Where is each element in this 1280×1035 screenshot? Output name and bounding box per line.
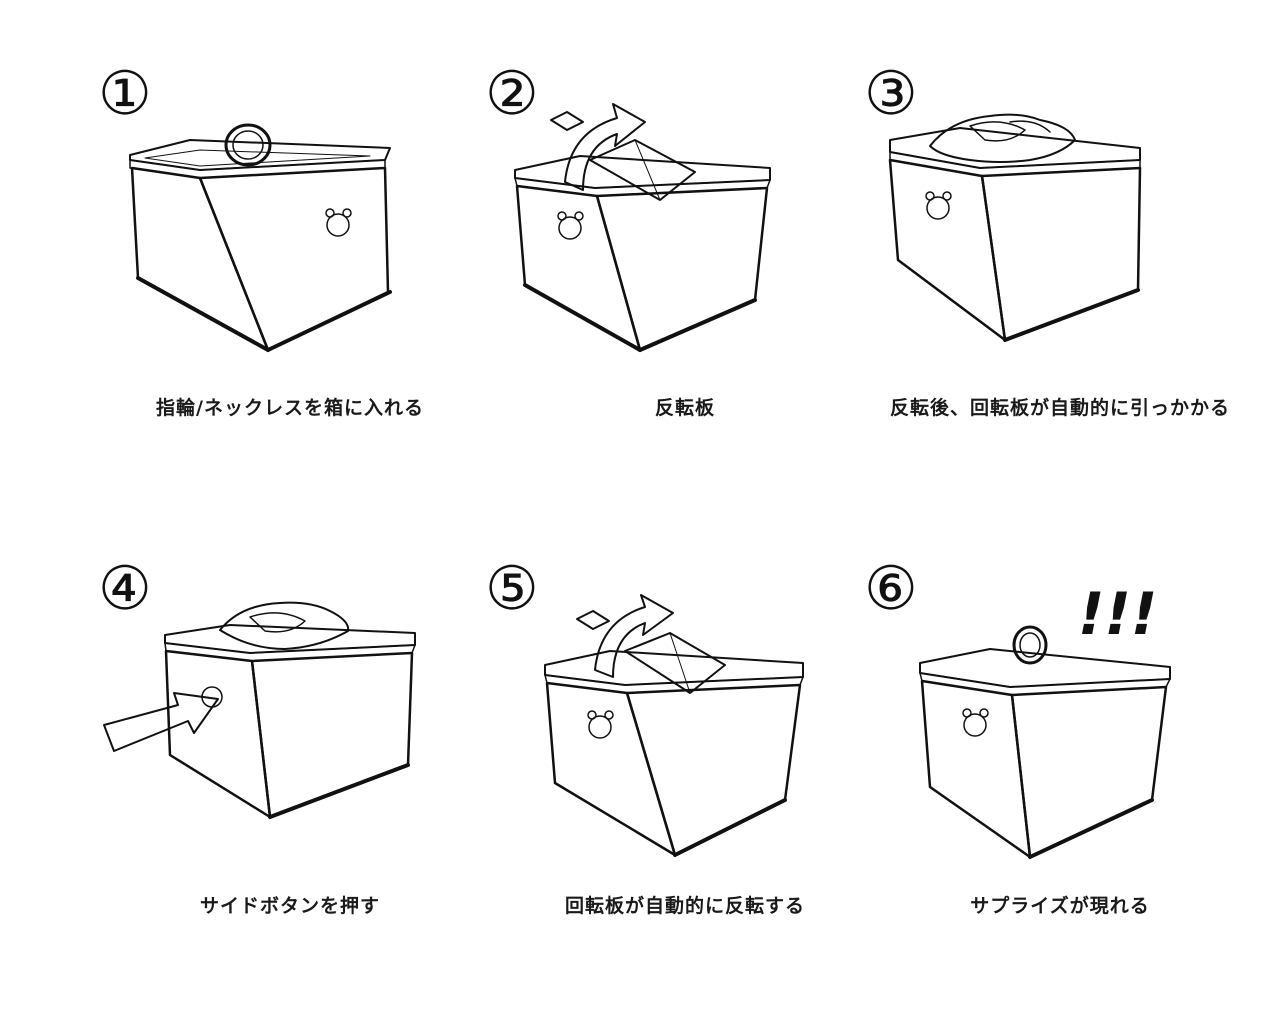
step-6: ⑥ !!! サプライズが現れる: [860, 555, 1260, 1035]
step-1: ① 指輪/ネックレスを箱に入れる: [90, 60, 490, 540]
step-5: ⑤ 回転板が自動的に反転する: [485, 555, 885, 1035]
step-2: ② 反転板: [485, 60, 885, 540]
step-number: ②: [485, 59, 539, 129]
step-number: ⑥: [864, 554, 918, 624]
box-with-button-arrow-illustration: [103, 601, 416, 819]
step-number: ①: [98, 59, 152, 129]
step-caption: 指輪/ネックレスを箱に入れる: [156, 397, 424, 419]
step-caption: 反転板: [654, 397, 715, 419]
step-3: ③ 反転後、回転板が自動的に引っかかる: [860, 60, 1260, 540]
box-with-flower-cover-illustration: [888, 113, 1142, 342]
box-with-ring-surprise-illustration: [919, 625, 1171, 859]
box-with-ring-illustration: [129, 123, 392, 352]
step-caption: サプライズが現れる: [970, 895, 1150, 917]
step-caption: 回転板が自動的に反転する: [564, 895, 805, 917]
step-number: ④: [98, 554, 152, 624]
step-caption: 反転後、回転板が自動的に引っかかる: [889, 397, 1230, 419]
step-number: ⑤: [485, 554, 539, 624]
step-4: ④ サイドボタンを押す: [90, 555, 490, 1035]
step-number: ③: [864, 59, 918, 129]
box-with-flipping-plate-illustration: [544, 594, 804, 857]
surprise-exclamation: !!!: [1078, 580, 1158, 648]
box-with-flipping-plate-illustration: [514, 103, 771, 352]
step-caption: サイドボタンを押す: [199, 895, 380, 917]
